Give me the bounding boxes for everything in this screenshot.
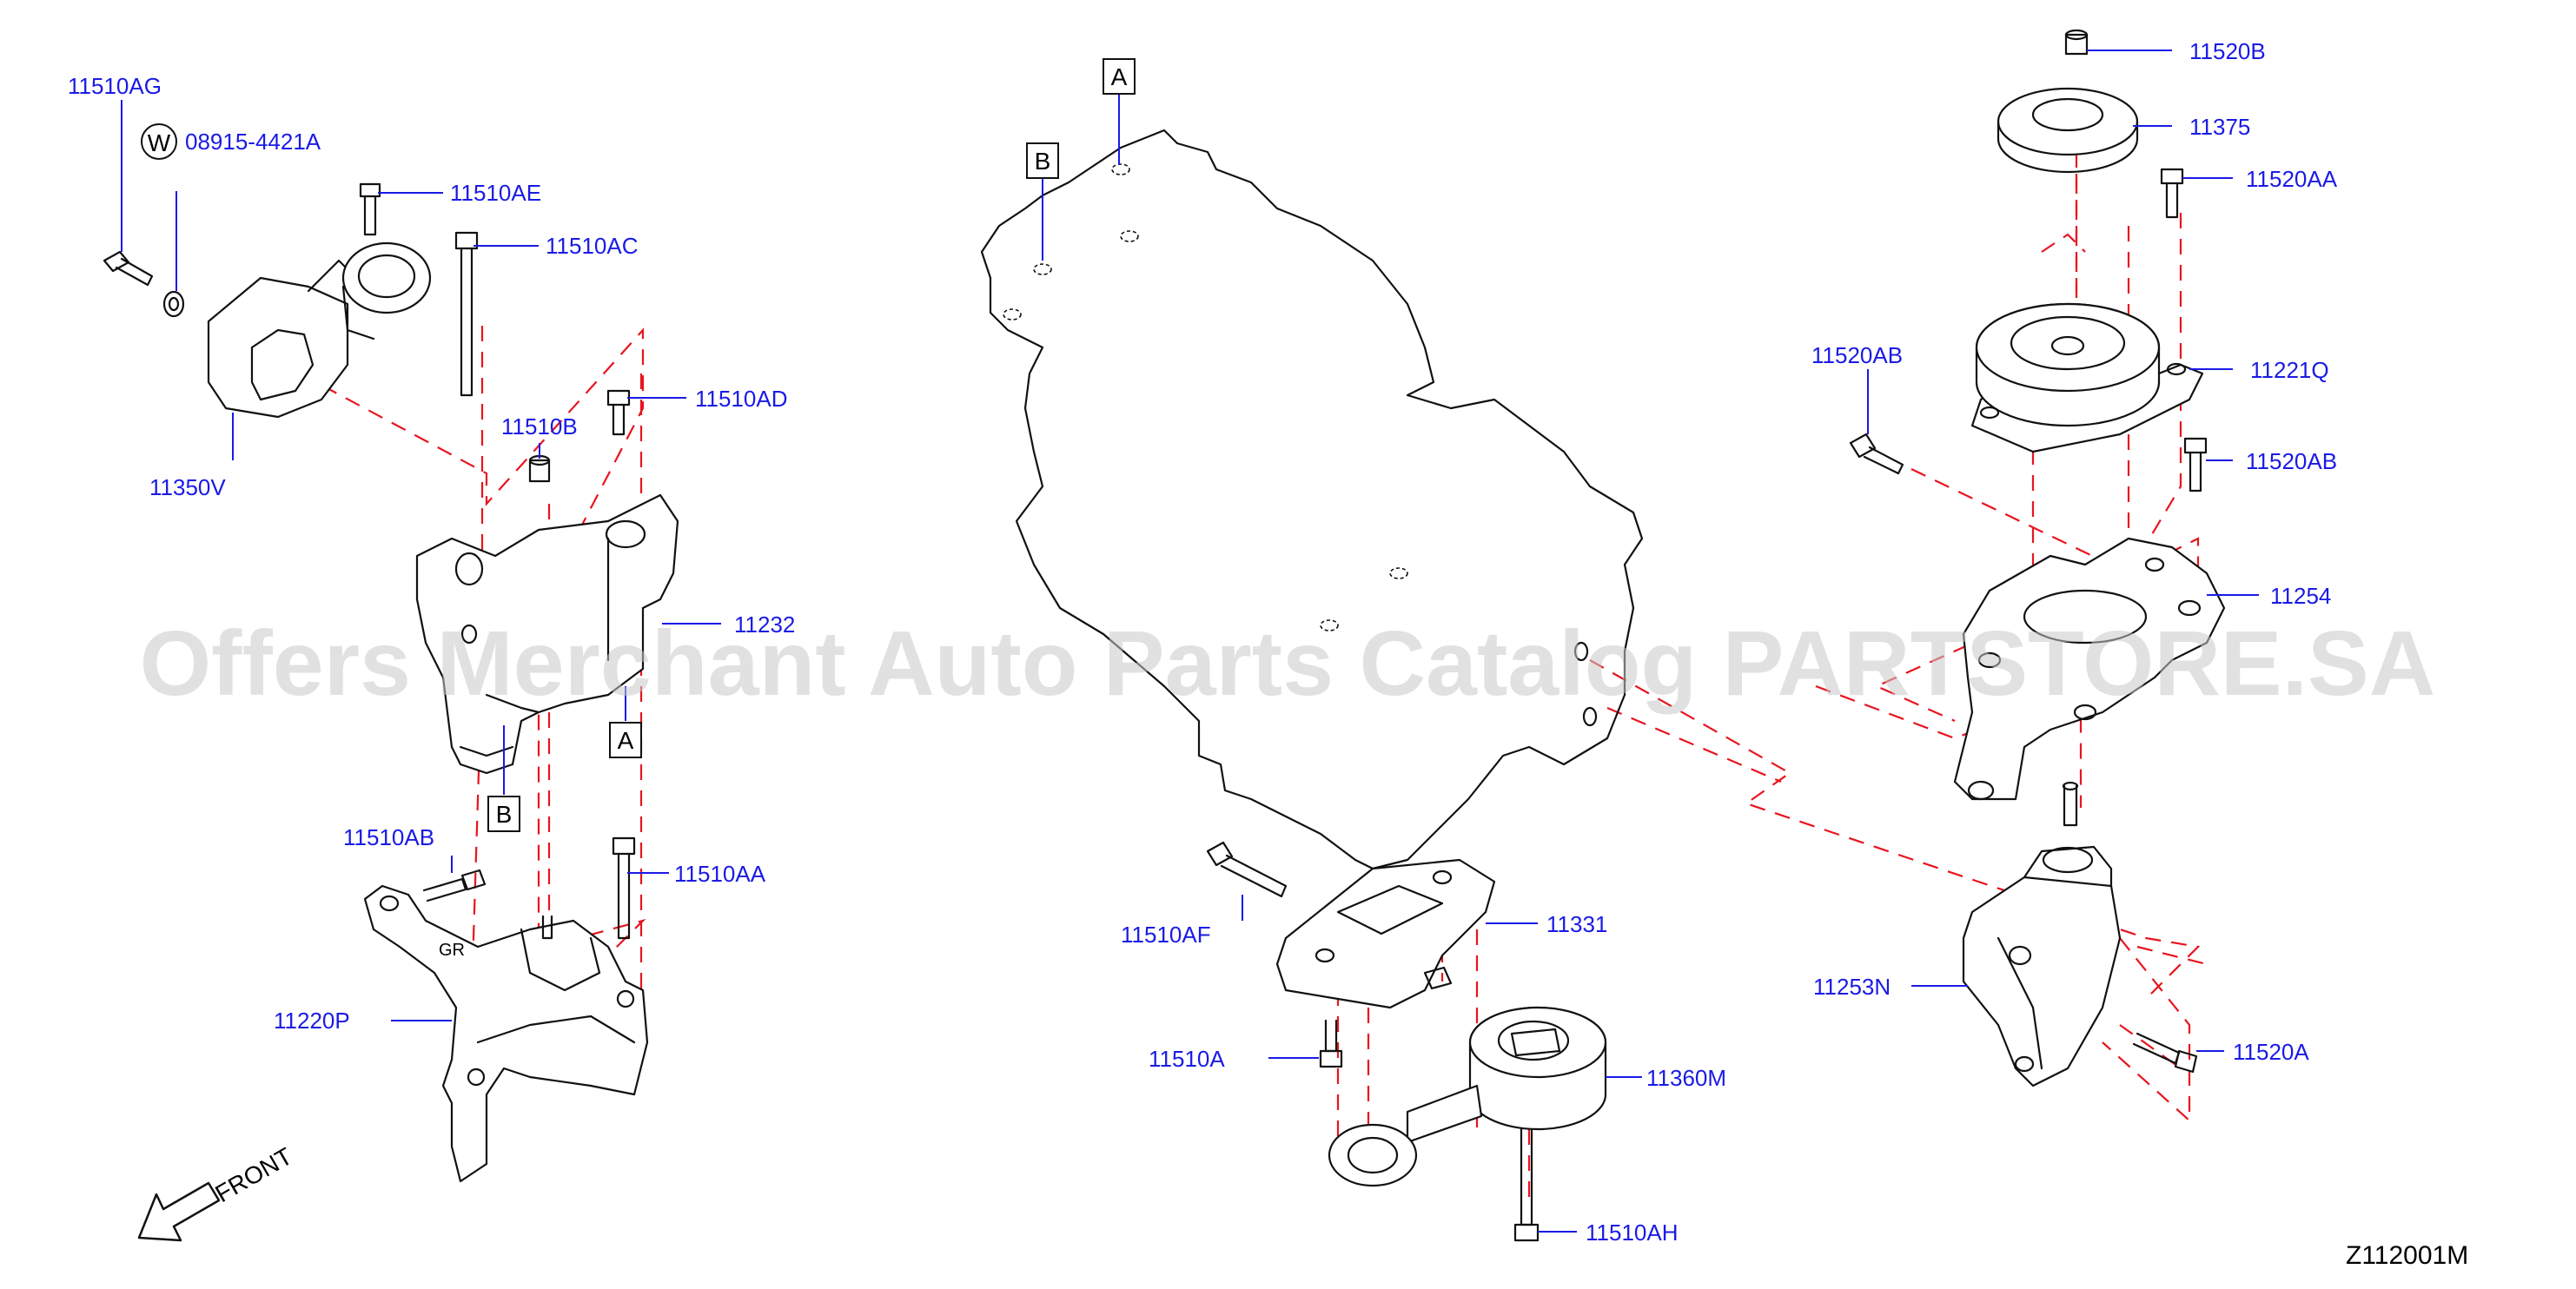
bracket-11232[interactable] xyxy=(415,493,679,775)
torque-rod-11360M[interactable] xyxy=(1328,1006,1607,1187)
bolt-11510AH[interactable] xyxy=(1513,1127,1540,1242)
label-11254[interactable]: 11254 xyxy=(2270,583,2331,609)
svg-text:GR: GR xyxy=(439,941,465,960)
ref-box-a-top: A xyxy=(1103,58,1136,95)
label-11510AE[interactable]: 11510AE xyxy=(450,180,541,206)
label-11520A[interactable]: 11520A xyxy=(2233,1039,2309,1065)
label-11510AG[interactable]: 11510AG xyxy=(68,73,162,99)
bolt-11510AB[interactable] xyxy=(422,869,487,902)
bolt-11510AC[interactable] xyxy=(454,231,479,397)
front-arrow: FRONT xyxy=(137,1142,297,1242)
bolt-11520AB-right[interactable] xyxy=(2183,437,2208,492)
watermark-text: Offers Merchant Auto Parts Catalog PARTS… xyxy=(140,612,2436,715)
label-11331[interactable]: 11331 xyxy=(1546,911,1607,937)
front-arrow-icon xyxy=(137,1181,221,1242)
bolt-11510AG[interactable] xyxy=(103,250,154,287)
front-label: FRONT xyxy=(211,1142,297,1207)
label-11220P[interactable]: 11220P xyxy=(274,1008,350,1034)
insulator-11221Q[interactable] xyxy=(1970,302,2204,453)
label-11510A[interactable]: 11510A xyxy=(1149,1046,1225,1072)
bolt-11510AD[interactable] xyxy=(606,389,631,436)
label-11510AA[interactable]: 11510AA xyxy=(674,861,766,887)
label-11510AH[interactable]: 11510AH xyxy=(1586,1220,1679,1246)
bracket-11254[interactable] xyxy=(1953,537,2226,801)
transmission-outline xyxy=(980,129,1644,870)
bolt-11510A[interactable] xyxy=(1319,1019,1343,1068)
label-11520B[interactable]: 11520B xyxy=(2189,38,2266,64)
ref-box-a-left-label: A xyxy=(618,727,634,754)
mount-11350V[interactable] xyxy=(207,241,432,419)
washer-11375[interactable] xyxy=(1997,87,2139,174)
bolt-11510AF[interactable] xyxy=(1206,841,1288,898)
bolt-11520A[interactable] xyxy=(2132,1032,2198,1074)
label-11510AC[interactable]: 11510AC xyxy=(546,233,639,259)
label-11510AD[interactable]: 11510AD xyxy=(695,386,788,412)
ref-box-a-top-label: A xyxy=(1111,63,1128,90)
label-11360M[interactable]: 11360M xyxy=(1646,1065,1726,1091)
leader-lines xyxy=(121,50,2259,1233)
nut-11510B[interactable] xyxy=(528,454,551,483)
bracket-11253N[interactable] xyxy=(1962,781,2122,1087)
label-11510AB[interactable]: 11510AB xyxy=(343,824,434,850)
ref-box-a-left: A xyxy=(609,722,642,758)
part-labels: 11510AG 08915-4421A 11510AE 11510AC 1151… xyxy=(68,38,2338,1246)
bolt-11510AA[interactable] xyxy=(612,836,636,940)
mount-11220P[interactable]: GR xyxy=(363,884,649,1183)
label-11520AB-lower[interactable]: 11520AB xyxy=(2246,448,2337,474)
washer-08915[interactable] xyxy=(162,290,185,318)
diagram-code: Z112001M xyxy=(2346,1241,2468,1270)
washer-symbol-label: W xyxy=(148,129,171,156)
nut-11520B[interactable] xyxy=(2064,29,2089,56)
bracket-11331[interactable] xyxy=(1275,858,1496,1009)
label-11520AB-upper[interactable]: 11520AB xyxy=(1811,342,1903,368)
label-08915-4421A[interactable]: 08915-4421A xyxy=(185,129,321,155)
bolt-11520AA[interactable] xyxy=(2160,168,2184,219)
ref-box-b-top: B xyxy=(1026,142,1059,179)
washer-symbol: W xyxy=(141,123,177,160)
label-11510AF[interactable]: 11510AF xyxy=(1121,922,1211,948)
label-11510B[interactable]: 11510B xyxy=(501,413,578,440)
bolt-11520AB-left[interactable] xyxy=(1849,433,1904,475)
label-11350V[interactable]: 11350V xyxy=(149,474,226,500)
ref-box-b-left: B xyxy=(487,796,520,832)
bolt-11510AE[interactable] xyxy=(359,182,381,236)
label-11232[interactable]: 11232 xyxy=(734,611,795,638)
label-11520AA[interactable]: 11520AA xyxy=(2246,166,2338,192)
label-11375[interactable]: 11375 xyxy=(2189,114,2250,140)
ref-box-b-top-label: B xyxy=(1035,148,1051,175)
label-11253N[interactable]: 11253N xyxy=(1813,974,1891,1000)
ref-box-b-left-label: B xyxy=(496,801,513,828)
label-11221Q[interactable]: 11221Q xyxy=(2250,357,2329,383)
